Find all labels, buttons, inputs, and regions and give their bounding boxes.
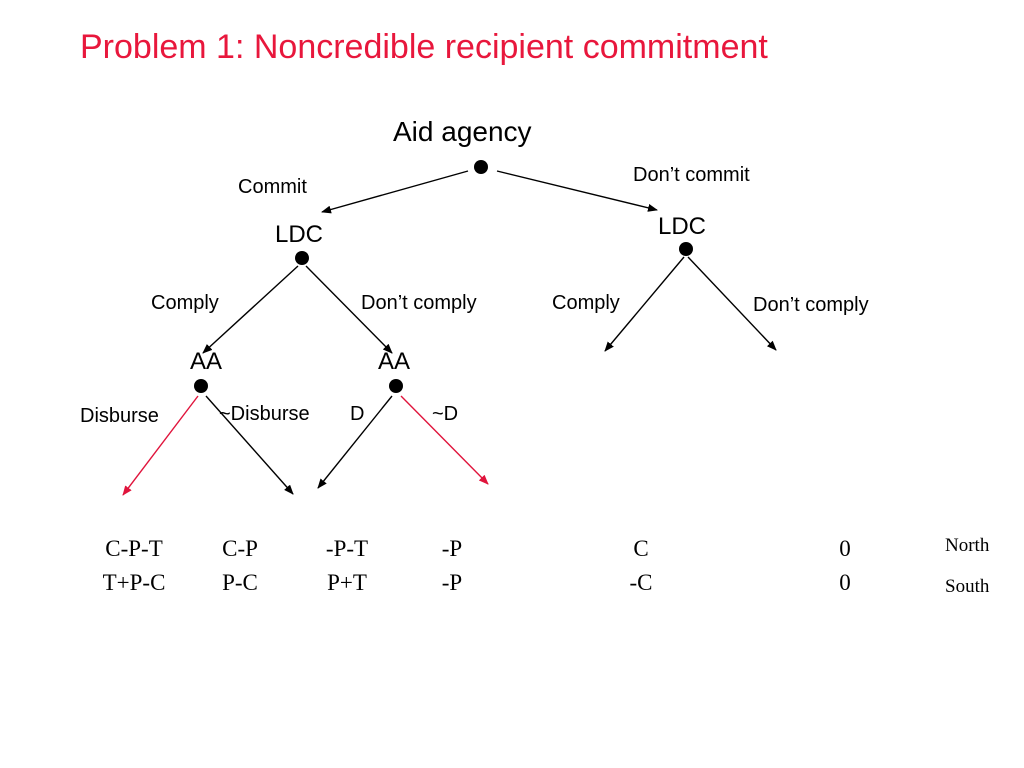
- label-not-d: ~D: [432, 403, 459, 425]
- label-aa-right: AA: [378, 348, 411, 375]
- node-ldc-left: [295, 251, 309, 265]
- payoff-south-5: -C: [629, 570, 653, 595]
- node-aid-agency: [474, 160, 488, 174]
- slide-title: Problem 1: Noncredible recipient commitm…: [80, 28, 768, 66]
- edge-commit: [321, 170, 469, 214]
- payoff-north-6: 0: [839, 536, 851, 561]
- payoff-south-1: T+P-C: [102, 570, 166, 595]
- payoff-south-6: 0: [839, 570, 851, 595]
- edge-dont-comply-left: [305, 265, 393, 354]
- edge-dont-comply-right: [687, 256, 777, 351]
- label-commit: Commit: [238, 176, 307, 198]
- node-aa-right: [389, 379, 403, 393]
- payoff-north-1: C-P-T: [105, 536, 163, 561]
- payoff-north-5: C: [633, 536, 649, 561]
- payoff-north-2: C-P: [222, 536, 258, 561]
- payoff-south-3: P+T: [327, 570, 367, 595]
- label-aa-left: AA: [190, 348, 223, 375]
- node-aa-left: [194, 379, 208, 393]
- edge-comply-right: [604, 256, 685, 352]
- label-disburse: Disburse: [80, 405, 159, 427]
- label-aid-agency: Aid agency: [393, 116, 532, 147]
- payoff-south-4: -P: [441, 570, 463, 595]
- player-label-north: North: [945, 535, 990, 556]
- player-label-south: South: [945, 576, 990, 597]
- label-ldc-right: LDC: [658, 213, 707, 240]
- label-not-disburse: ~Disburse: [219, 403, 310, 425]
- label-comply-left: Comply: [151, 292, 219, 314]
- edge-not-d: [400, 395, 489, 485]
- label-dont-commit: Don’t commit: [633, 164, 750, 186]
- payoff-south-2: P-C: [222, 570, 258, 595]
- edge-disburse: [122, 395, 199, 496]
- payoff-north-3: -P-T: [325, 536, 369, 561]
- edge-dont-commit: [496, 170, 658, 212]
- edge-d: [317, 395, 393, 489]
- label-d: D: [350, 403, 365, 425]
- edge-not-disburse: [205, 395, 294, 495]
- node-ldc-right: [679, 242, 693, 256]
- payoff-north-4: -P: [441, 536, 463, 561]
- label-dont-comply-right: Don’t comply: [753, 294, 869, 316]
- edge-comply-left: [202, 265, 299, 354]
- label-comply-right: Comply: [552, 292, 620, 314]
- label-dont-comply-left: Don’t comply: [361, 292, 477, 314]
- label-ldc-left: LDC: [275, 221, 324, 248]
